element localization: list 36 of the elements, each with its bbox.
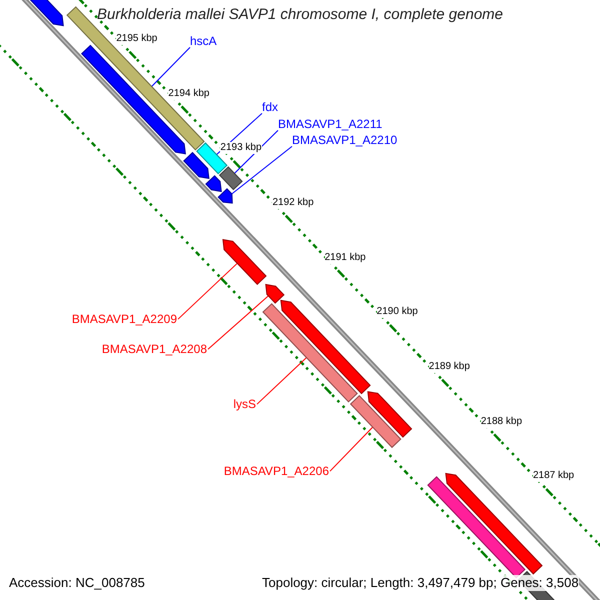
gene-feature — [367, 391, 412, 438]
gene-label: hscA — [190, 34, 217, 48]
tick-label: 2191 kbp — [324, 252, 366, 264]
tick-label: 2190 kbp — [376, 306, 418, 318]
gene-feature — [265, 284, 285, 304]
tick-label: 2188 kbp — [480, 416, 522, 428]
gene-label: BMASAVP1_A2208 — [102, 342, 207, 356]
gene-feature — [262, 303, 358, 402]
tick-label: 2194 kbp — [168, 88, 210, 100]
gene-label: BMASAVP1_A2210 — [292, 133, 398, 148]
leader-line — [208, 295, 269, 350]
footer-text: Topology: circular; Length: 3,497,479 bp; Genes: 3,508 — [262, 575, 579, 591]
leader-line — [256, 357, 307, 405]
tick-label: 2189 kbp — [428, 360, 470, 373]
leader-line — [151, 46, 190, 88]
title: Burkholderia mallei SAVP1 chromosome I, complete genome — [96, 6, 504, 24]
gene-label: BMASAVP1_A2211 — [278, 117, 382, 132]
gene-feature — [205, 175, 222, 192]
leader-line — [231, 146, 292, 194]
tick-label: 2193 kbp — [220, 142, 262, 154]
gene-feature — [218, 188, 233, 204]
footer-text: Accession: NC_008785 — [9, 575, 145, 591]
gene-feature — [183, 152, 210, 179]
gene-label: fdx — [262, 100, 278, 114]
gene-label: lysS — [233, 397, 256, 412]
tick-label: 2192 kbp — [272, 196, 314, 209]
gene-feature — [222, 239, 267, 285]
leader-line — [330, 426, 374, 472]
tick-label: 2187 kbp — [532, 470, 574, 482]
tick-label: 2195 kbp — [116, 32, 158, 45]
gene-feature — [218, 166, 243, 190]
gene-feature — [350, 395, 402, 448]
gene-label: BMASAVP1_A2209 — [72, 312, 177, 326]
gene-label: BMASAVP1_A2206 — [224, 464, 329, 478]
leader-line — [178, 262, 238, 320]
gene-feature — [280, 300, 371, 394]
